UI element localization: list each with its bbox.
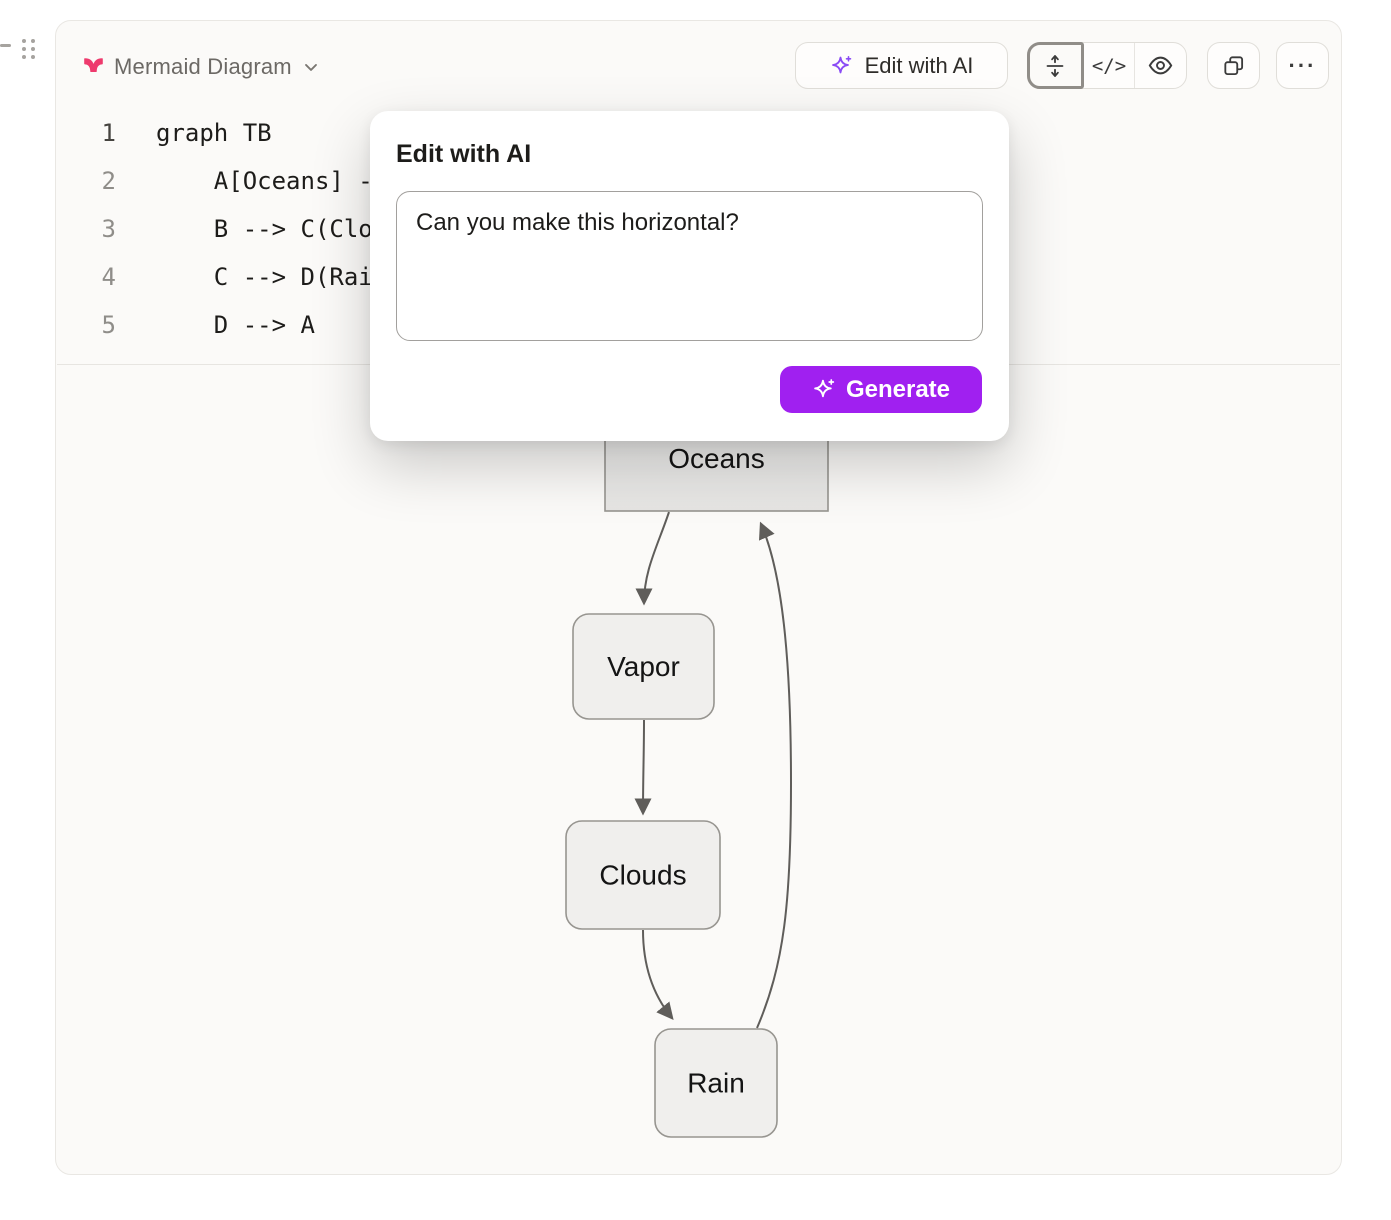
more-options-button[interactable]: ··· xyxy=(1276,42,1329,89)
diagram-edge-C-D xyxy=(642,929,674,1020)
code-line[interactable]: 5 D --> A xyxy=(56,301,1341,349)
generate-label: Generate xyxy=(845,375,951,403)
popup-title: Edit with AI xyxy=(396,140,532,168)
line-number: 3 xyxy=(101,215,116,243)
view-mode-toggle: </> xyxy=(1027,42,1187,89)
code-view-button[interactable]: </> xyxy=(1084,43,1135,88)
node-label: Clouds xyxy=(599,859,686,890)
diagram-node-vapor: Vapor xyxy=(572,613,715,720)
sparkle-icon xyxy=(830,54,854,78)
drag-handle-icon[interactable] xyxy=(19,37,37,61)
diagram-edge-A-B xyxy=(635,511,670,606)
copy-button[interactable] xyxy=(1207,42,1260,89)
edit-with-ai-button[interactable]: Edit with AI xyxy=(795,42,1008,89)
node-label: Rain xyxy=(687,1067,745,1098)
line-content: D --> A xyxy=(156,311,315,339)
diagram-edge-B-C xyxy=(634,719,652,816)
mermaid-logo-icon xyxy=(82,56,105,79)
ellipsis-icon: ··· xyxy=(1288,52,1317,78)
line-number: 4 xyxy=(101,263,116,291)
edit-with-ai-label: Edit with AI xyxy=(864,52,974,78)
split-view-icon xyxy=(1040,51,1070,81)
line-number: 5 xyxy=(101,311,116,339)
code-line[interactable]: 1 graph TB xyxy=(56,109,1341,157)
card-toolbar: Edit with AI </> xyxy=(795,42,1329,89)
toggle-divider xyxy=(1134,43,1136,88)
card-title: Mermaid Diagram xyxy=(114,54,292,79)
preview-view-button[interactable] xyxy=(1135,43,1186,88)
generate-button[interactable]: Generate xyxy=(780,366,982,413)
diagram-edge-D-A xyxy=(756,521,793,1029)
line-number: 2 xyxy=(101,167,116,195)
card-title-cluster[interactable]: Mermaid Diagram xyxy=(82,54,321,79)
eye-icon xyxy=(1147,52,1174,79)
copy-icon xyxy=(1221,53,1247,79)
chevron-down-icon xyxy=(301,57,321,77)
node-label: Vapor xyxy=(607,651,680,682)
split-view-button[interactable] xyxy=(1027,42,1084,89)
window-resize-dash[interactable] xyxy=(0,44,11,47)
edit-with-ai-popup: Edit with AI Can you make this horizonta… xyxy=(370,111,1009,441)
ai-prompt-input[interactable]: Can you make this horizontal? xyxy=(396,191,983,341)
line-number: 1 xyxy=(101,119,116,147)
diagram-node-rain: Rain xyxy=(654,1028,778,1138)
sparkle-icon xyxy=(812,377,837,402)
line-content: graph TB xyxy=(156,119,272,147)
code-view-icon: </> xyxy=(1091,54,1127,77)
line-content: C --> D(Rain) xyxy=(156,263,402,291)
diagram-node-clouds: Clouds xyxy=(565,820,721,930)
node-label: Oceans xyxy=(668,443,765,474)
